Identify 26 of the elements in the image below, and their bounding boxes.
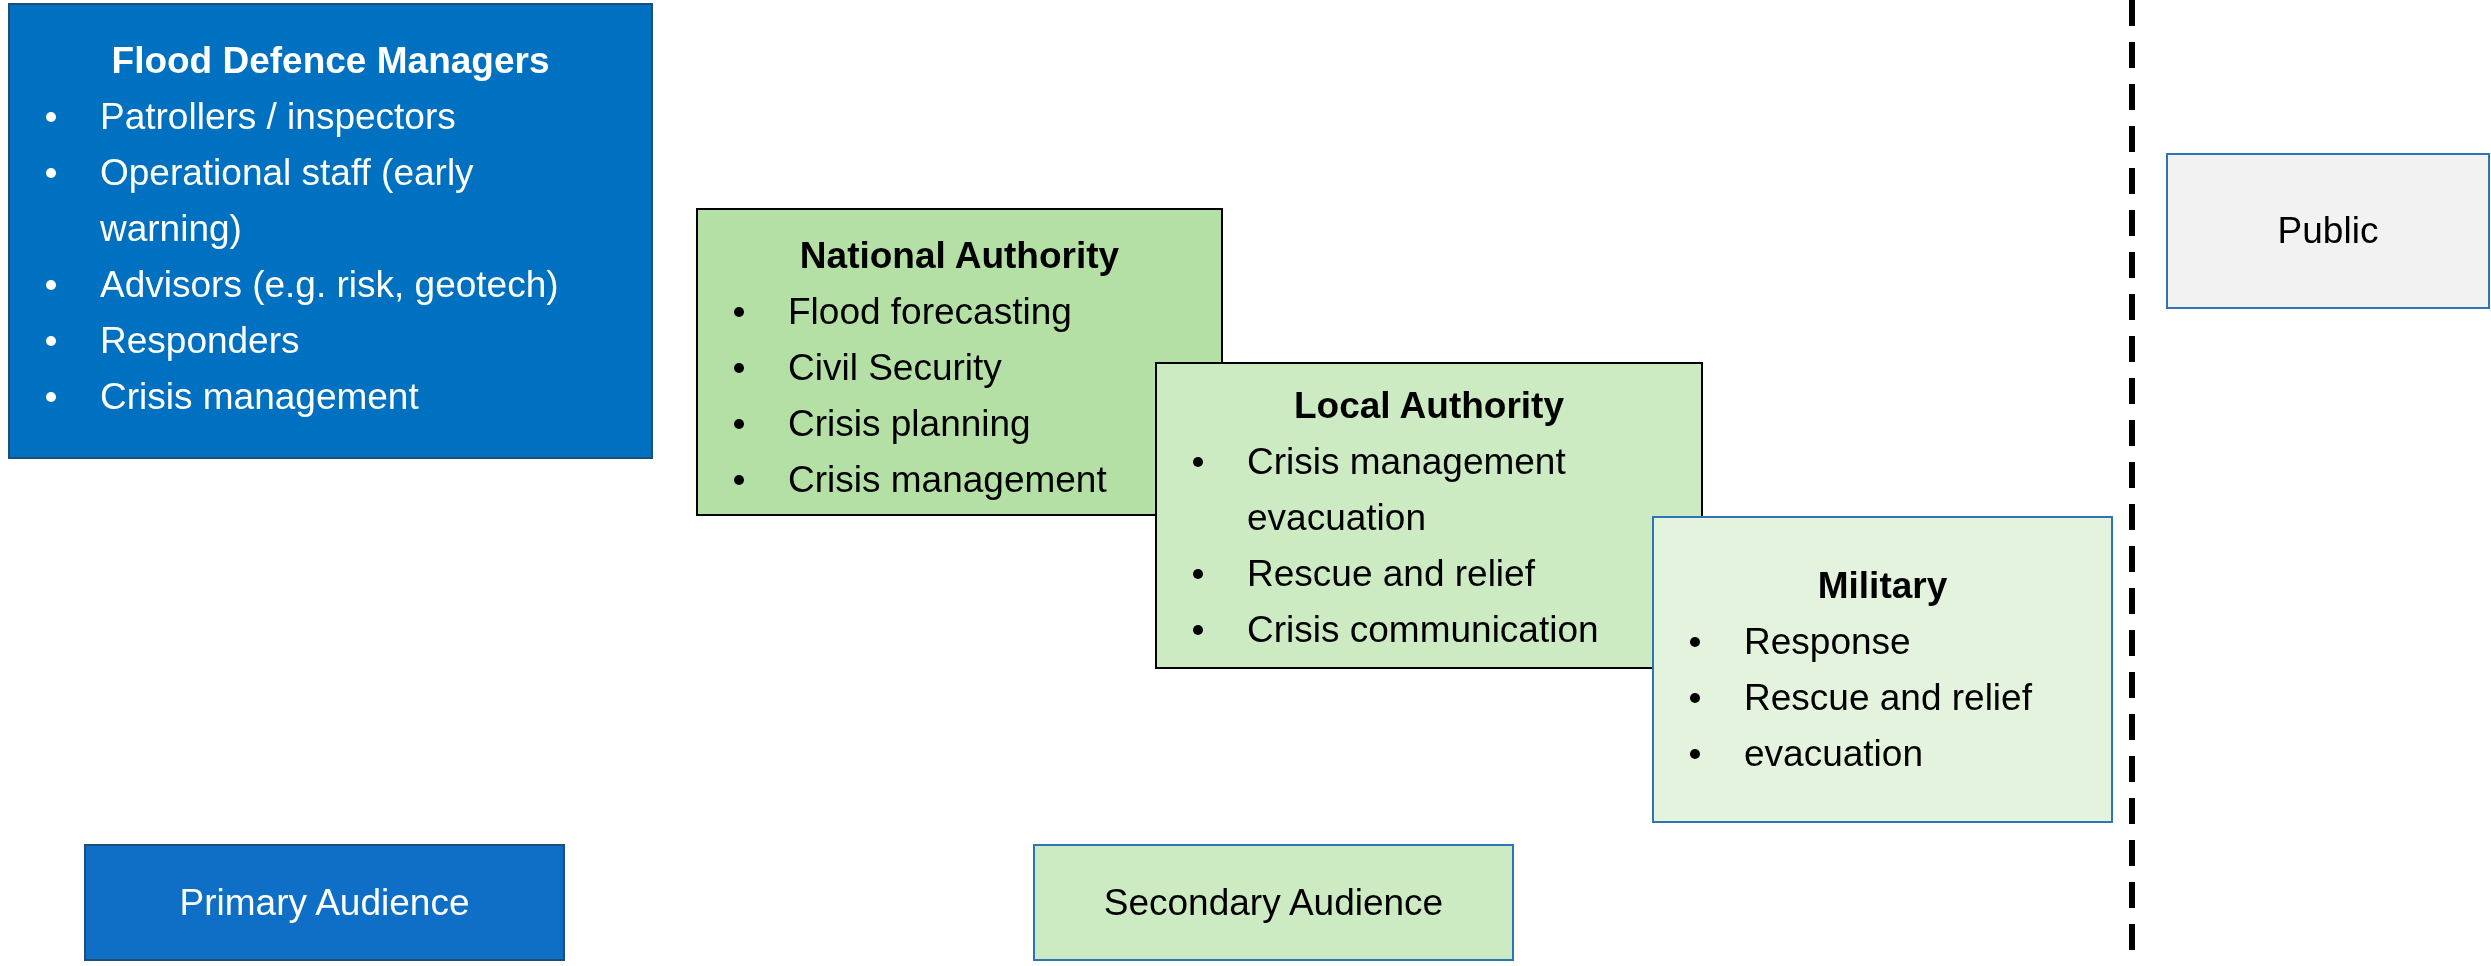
heading-text: National Authority xyxy=(798,234,1121,278)
heading-text: Local Authority xyxy=(1293,384,1565,428)
bullet-item: Civil Security xyxy=(788,346,1002,390)
group-box xyxy=(1155,362,1703,669)
bullet-item: Response xyxy=(1744,620,1911,664)
bullet-item: Crisis management xyxy=(788,458,1107,502)
label-box: Primary Audience xyxy=(84,844,565,961)
group-box xyxy=(1652,516,2113,823)
bullet-item: evacuation xyxy=(1744,732,1923,776)
heading-text: Flood Defence Managers xyxy=(110,39,551,83)
bullet-item: Crisis communication xyxy=(1247,608,1599,652)
heading-text: Military xyxy=(1816,564,1949,608)
bullet-item: Operational staff (early warning) xyxy=(100,151,475,251)
group-box xyxy=(696,208,1223,516)
label-box: Public xyxy=(2166,153,2490,309)
group-box xyxy=(8,3,653,459)
bullet-item: Flood forecasting xyxy=(788,290,1072,334)
bullet-item: Crisis management evacuation xyxy=(1247,440,1567,540)
bullet-item: Rescue and relief xyxy=(1744,676,2032,720)
bullet-item: Crisis planning xyxy=(788,402,1031,446)
label-box: Secondary Audience xyxy=(1033,844,1514,961)
bullet-item: Rescue and relief xyxy=(1247,552,1535,596)
bullet-item: Advisors (e.g. risk, geotech) xyxy=(100,263,559,307)
bullet-item: Patrollers / inspectors xyxy=(100,95,456,139)
bullet-item: Responders xyxy=(100,319,300,363)
bullet-item: Crisis management xyxy=(100,375,419,419)
